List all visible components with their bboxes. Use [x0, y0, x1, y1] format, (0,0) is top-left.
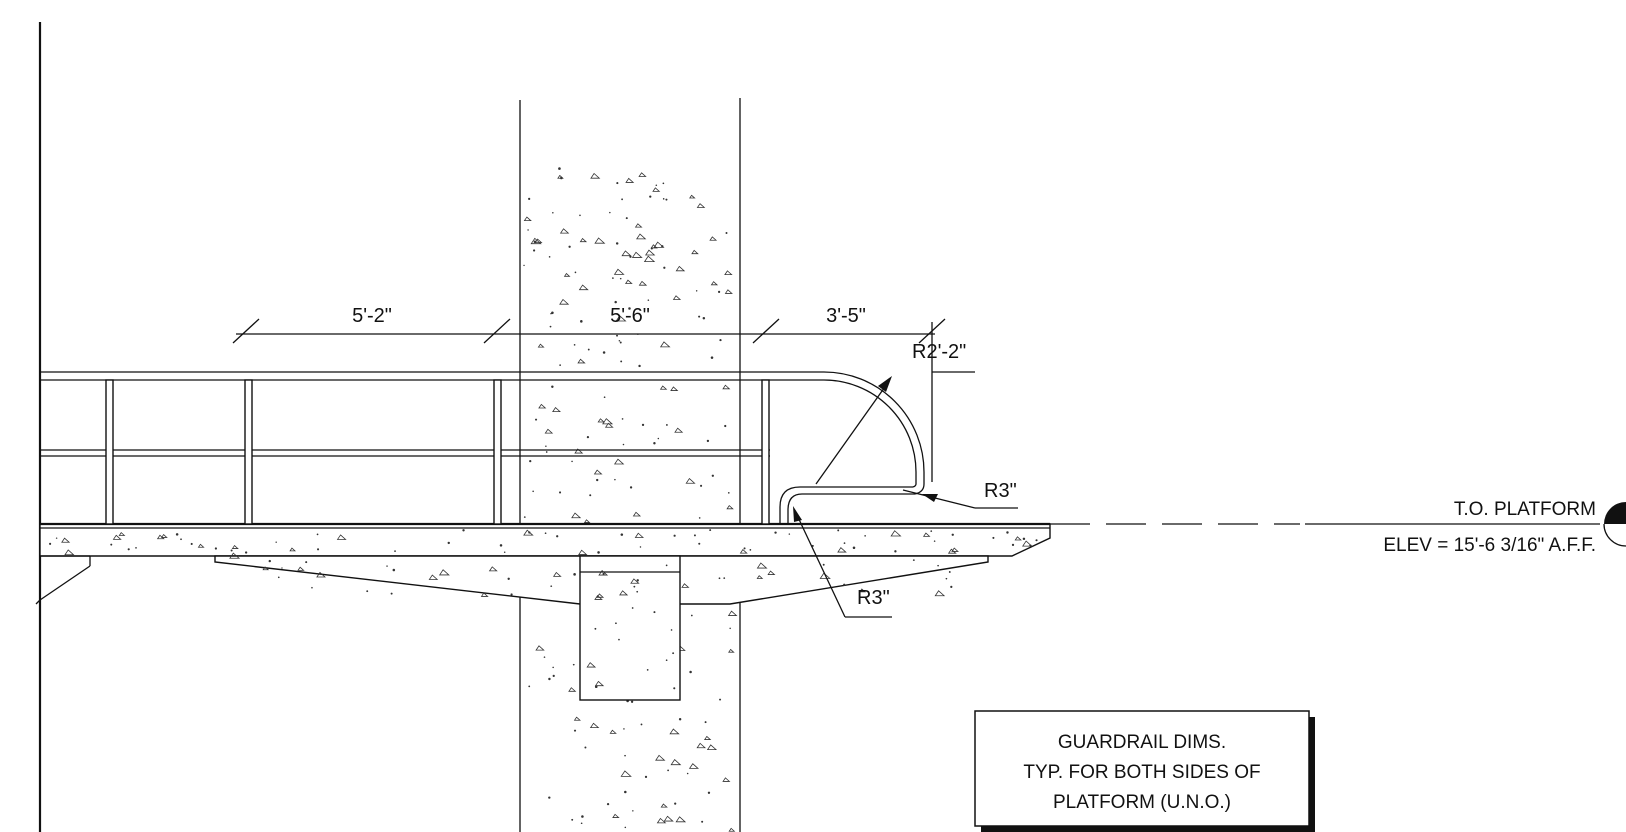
dimension-string: 5'-2" 5'-6" 3'-5" [232, 305, 975, 482]
guardrail [40, 371, 925, 525]
dim-span-1: 5'-2" [352, 305, 392, 327]
concrete-column [519, 98, 741, 832]
slab-aggregate-hatch [49, 529, 1038, 690]
note-line-2: TYP. FOR BOTH SIDES OF [1023, 762, 1260, 783]
guardrail-note: GUARDRAIL DIMS. TYP. FOR BOTH SIDES OF P… [974, 710, 1315, 832]
wall-bracket [35, 555, 91, 605]
elevation-label: T.O. PLATFORM [1454, 499, 1596, 520]
dim-base-bend-radius: R3" [857, 587, 890, 609]
radius-arrowhead [922, 494, 938, 502]
radius-callouts: R2'-2" R3" R3" [793, 341, 1018, 618]
radius-arrowhead [793, 506, 802, 522]
elevation-marker: T.O. PLATFORM ELEV = 15'-6 3/16" A.F.F. [1050, 499, 1626, 556]
elevation-value: ELEV = 15'-6 3/16" A.F.F. [1383, 535, 1596, 556]
elevation-target-symbol [1603, 502, 1626, 547]
dim-lower-bend-radius: R3" [984, 480, 1017, 502]
note-line-1: GUARDRAIL DIMS. [1058, 732, 1226, 753]
platform-slab [39, 522, 1051, 701]
dim-rail-bend-radius: R2'-2" [912, 341, 966, 363]
note-line-3: PLATFORM (U.N.O.) [1053, 792, 1231, 813]
dim-span-2: 5'-6" [610, 305, 650, 327]
dim-span-3: 3'-5" [826, 305, 866, 327]
column-aggregate-hatch [523, 167, 738, 832]
rail-posts [105, 379, 770, 525]
radius-arrowhead [878, 376, 892, 392]
